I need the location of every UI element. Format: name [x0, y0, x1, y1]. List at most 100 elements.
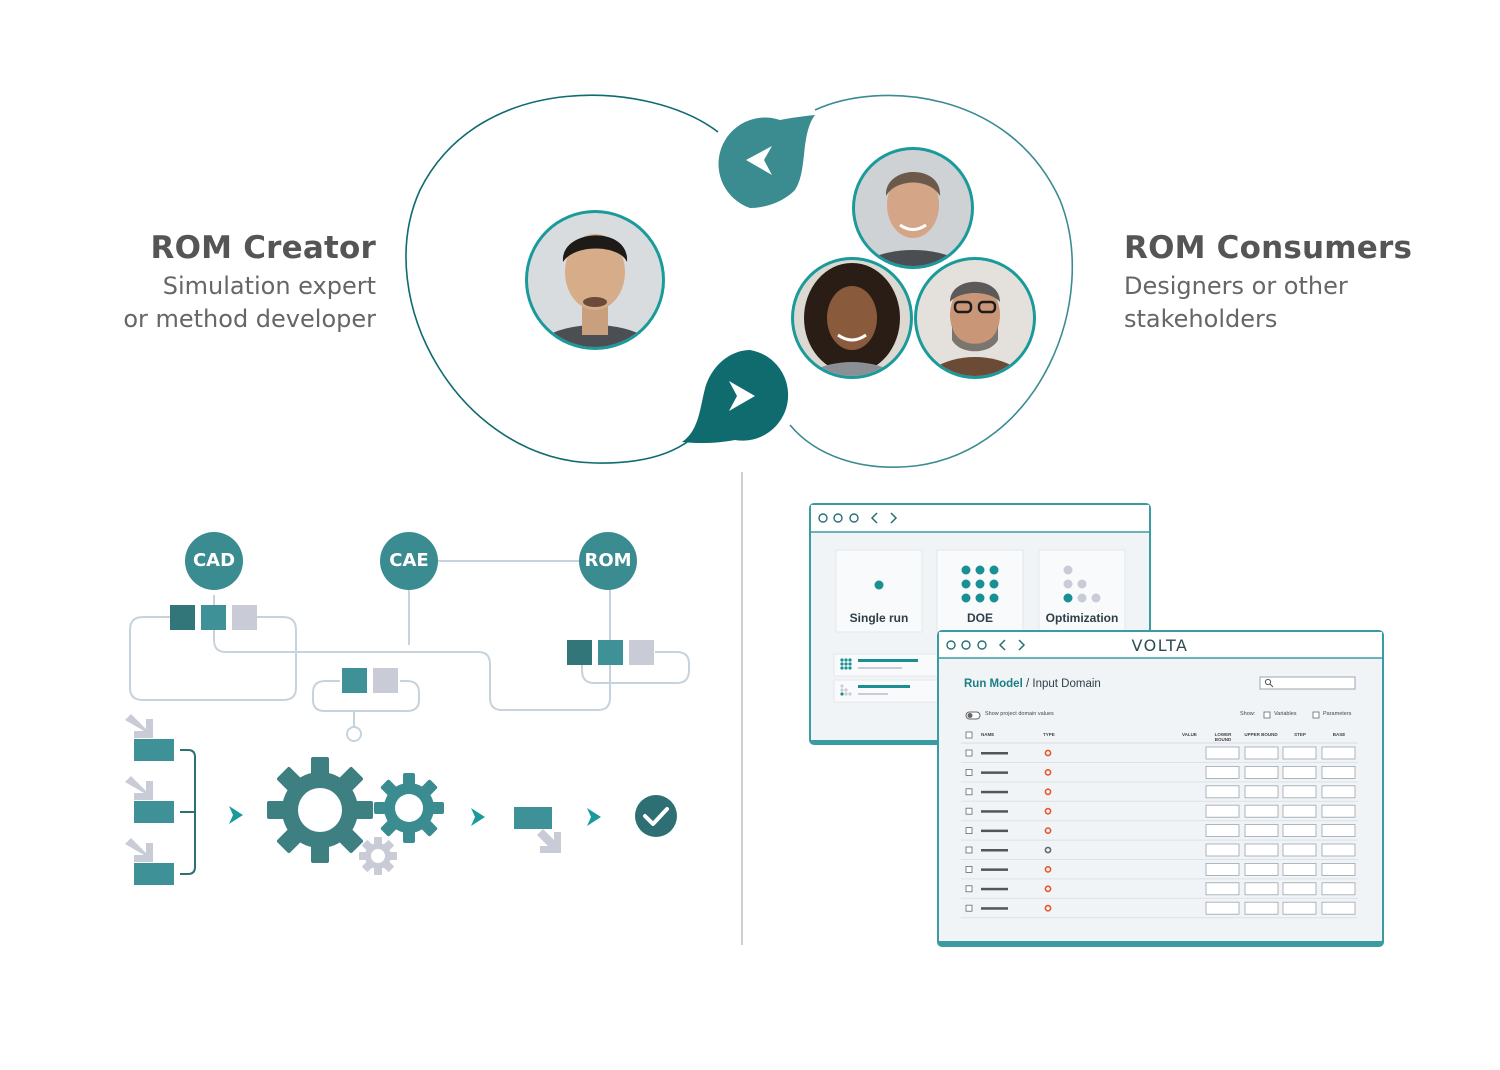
table-row[interactable] [961, 785, 1358, 802]
row-input-field[interactable] [1282, 785, 1317, 799]
creator-title: ROM Creator [150, 230, 376, 266]
row-input-field[interactable] [1282, 746, 1317, 760]
breadcrumb-run-model[interactable]: Run Model [964, 678, 1023, 690]
nav-forward-icon[interactable] [1018, 639, 1026, 651]
row-input-field[interactable] [1205, 863, 1240, 876]
row-checkbox[interactable] [965, 749, 973, 757]
arrow-down-right-icon [537, 829, 561, 853]
table-row[interactable] [961, 901, 1358, 919]
input-domain-table [961, 746, 1358, 919]
row-input-field[interactable] [1244, 863, 1279, 876]
table-row[interactable] [961, 882, 1358, 899]
row-input-field[interactable] [1321, 843, 1356, 857]
run-list-item[interactable] [833, 679, 945, 703]
row-input-field[interactable] [1244, 785, 1279, 799]
row-input-field[interactable] [1205, 843, 1240, 857]
show-domain-toggle[interactable] [965, 711, 981, 720]
table-row[interactable] [961, 746, 1358, 763]
row-input-field[interactable] [1282, 804, 1317, 818]
row-input-field[interactable] [1321, 901, 1356, 915]
row-input-field[interactable] [1205, 785, 1240, 799]
row-name-placeholder [981, 829, 1008, 833]
brand-logo: VOLTA [1131, 636, 1189, 655]
column-header-base: BASE [1332, 732, 1346, 737]
row-input-field[interactable] [1321, 863, 1356, 876]
row-checkbox[interactable] [965, 769, 973, 776]
row-input-field[interactable] [1282, 766, 1317, 779]
row-input-field[interactable] [1205, 746, 1240, 760]
table-row[interactable] [961, 804, 1358, 822]
table-row[interactable] [961, 863, 1358, 880]
row-input-field[interactable] [1205, 804, 1240, 818]
row-input-field[interactable] [1282, 824, 1317, 837]
search-icon [1264, 678, 1272, 686]
row-checkbox[interactable] [965, 827, 973, 834]
breadcrumb-input-domain: Input Domain [1032, 678, 1101, 690]
block-group-cae [342, 668, 398, 693]
node-cae-label: CAE [389, 550, 429, 571]
gears-icon [267, 757, 444, 875]
run-list-item[interactable] [833, 653, 945, 677]
row-input-field[interactable] [1282, 901, 1317, 915]
row-checkbox[interactable] [965, 846, 973, 854]
type-icon [1044, 769, 1052, 776]
row-checkbox[interactable] [965, 807, 973, 815]
delivery-arrow-bubble [682, 350, 789, 444]
nav-forward-icon[interactable] [890, 512, 898, 524]
row-input-field[interactable] [1282, 863, 1317, 876]
mode-single-run-label: Single run [849, 611, 909, 625]
mode-card-optimization[interactable] [1038, 549, 1126, 633]
type-icon [1044, 846, 1052, 854]
row-input-field[interactable] [1321, 882, 1356, 896]
row-checkbox[interactable] [965, 904, 973, 912]
row-input-field[interactable] [1244, 882, 1279, 896]
node-cad-label: CAD [192, 550, 236, 571]
row-checkbox[interactable] [965, 885, 973, 893]
row-input-field[interactable] [1321, 785, 1356, 799]
search-box[interactable] [1259, 676, 1356, 690]
chevron-right-icon [729, 381, 755, 411]
row-input-field[interactable] [1282, 882, 1317, 896]
row-input-field[interactable] [1244, 824, 1279, 837]
row-checkbox[interactable] [965, 788, 973, 796]
row-input-field[interactable] [1205, 824, 1240, 837]
select-all-checkbox[interactable] [965, 731, 973, 739]
creator-subtitle-line1: Simulation expert [162, 272, 376, 300]
row-input-field[interactable] [1321, 824, 1356, 837]
nav-back-icon[interactable] [998, 639, 1006, 651]
creator-subtitle-line2: or method developer [123, 305, 376, 333]
table-row[interactable] [961, 766, 1358, 783]
row-name-placeholder [981, 790, 1008, 794]
row-input-field[interactable] [1244, 766, 1279, 779]
breadcrumb: Run Model / Input Domain [964, 678, 1101, 690]
type-icon [1044, 885, 1052, 893]
mode-card-doe[interactable] [936, 549, 1024, 633]
row-input-field[interactable] [1282, 843, 1317, 857]
mode-card-single-run[interactable] [835, 549, 923, 633]
row-input-field[interactable] [1244, 746, 1279, 760]
row-input-field[interactable] [1321, 766, 1356, 779]
variables-checkbox[interactable] [1263, 711, 1271, 719]
table-row[interactable] [961, 843, 1358, 860]
column-header-upper-bound: UPPER BOUND [1244, 732, 1278, 737]
row-input-field[interactable] [1205, 766, 1240, 779]
parameters-checkbox[interactable] [1312, 711, 1320, 719]
type-icon [1044, 807, 1052, 815]
nav-back-icon[interactable] [870, 512, 878, 524]
consumers-title: ROM Consumers [1124, 230, 1413, 266]
row-input-field[interactable] [1205, 882, 1240, 896]
row-name-placeholder [981, 887, 1008, 891]
window-dots-icon [946, 640, 987, 650]
output-block [514, 807, 561, 853]
row-checkbox[interactable] [965, 866, 973, 873]
avatar-creator [525, 210, 665, 350]
row-input-field[interactable] [1244, 843, 1279, 857]
row-input-field[interactable] [1205, 901, 1240, 915]
row-input-field[interactable] [1321, 746, 1356, 760]
row-input-field[interactable] [1321, 804, 1356, 818]
table-row[interactable] [961, 824, 1358, 841]
row-input-field[interactable] [1244, 901, 1279, 915]
row-input-field[interactable] [1244, 804, 1279, 818]
node-rom [579, 532, 637, 590]
pipeline-endpoint [346, 726, 362, 742]
